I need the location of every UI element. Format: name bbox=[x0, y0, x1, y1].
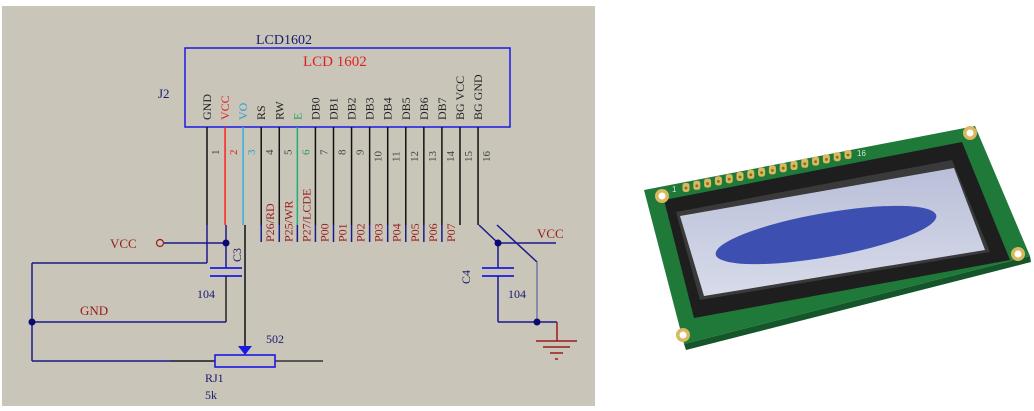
schematic-background bbox=[2, 6, 595, 406]
vcc-label-right: VCC bbox=[537, 226, 564, 241]
pin-number-14: 14 bbox=[445, 151, 457, 163]
pin-number-3: 3 bbox=[246, 149, 258, 155]
net-label-6: P27/LCDE bbox=[299, 189, 313, 242]
component-inner-title: LCD 1602 bbox=[303, 54, 367, 70]
pot-value: 502 bbox=[266, 332, 284, 346]
vcc-port-left bbox=[155, 238, 165, 248]
pin-name-10: DB3 bbox=[363, 97, 377, 120]
pin-number-10: 10 bbox=[373, 151, 385, 163]
lcd-component-outline bbox=[184, 47, 511, 128]
pin-name-16: BG GND bbox=[471, 74, 485, 120]
pin-number-7: 7 bbox=[318, 149, 330, 155]
pin-number-13: 13 bbox=[427, 151, 439, 163]
pin-name-12: DB5 bbox=[399, 97, 413, 120]
pin-number-6: 6 bbox=[300, 149, 312, 155]
pin-name-3: VO bbox=[236, 102, 250, 120]
pin-name-7: DB0 bbox=[308, 97, 322, 120]
c4-value: 104 bbox=[508, 287, 526, 301]
net-label-9: P02 bbox=[354, 223, 368, 242]
pin-names: GND VCC VO RS RW E DB0 DB1 DB2 DB3 DB4 DB5 DB6 DB7 BG … bbox=[200, 74, 485, 120]
pin-number-9: 9 bbox=[355, 149, 367, 155]
pin-name-2: VCC bbox=[218, 95, 232, 120]
net-label-7: P00 bbox=[317, 223, 331, 242]
net-label-13: P06 bbox=[426, 223, 440, 242]
pin-name-4: RS bbox=[254, 105, 268, 120]
pin-wires bbox=[206, 127, 479, 242]
right-circuit bbox=[478, 224, 577, 360]
net-label-8: P01 bbox=[335, 223, 349, 242]
pin-name-15: BG VCC bbox=[453, 76, 467, 120]
pin-number-12: 12 bbox=[409, 151, 421, 162]
vcc-label-left: VCC bbox=[110, 236, 137, 251]
pot-designator: RJ1 bbox=[205, 371, 224, 385]
pin-name-14: DB7 bbox=[435, 97, 449, 120]
c4-designator: C4 bbox=[459, 270, 473, 284]
net-label-4: P26/RD bbox=[263, 203, 277, 242]
pin-number-2: 2 bbox=[228, 150, 240, 156]
pin-number-5: 5 bbox=[282, 149, 294, 155]
pot-resistance: 5k bbox=[205, 388, 217, 402]
gnd-label: GND bbox=[80, 303, 108, 318]
net-label-11: P04 bbox=[390, 223, 404, 242]
junction-gnd-right bbox=[533, 318, 541, 326]
pin-name-13: DB6 bbox=[417, 97, 431, 120]
pin-number-15: 15 bbox=[463, 151, 475, 163]
pin-name-9: DB2 bbox=[345, 97, 359, 120]
pin-number-4: 4 bbox=[264, 149, 276, 155]
junction-vcc-left bbox=[222, 239, 230, 247]
pin15-bend bbox=[478, 224, 499, 244]
pin-number-1: 1 bbox=[210, 150, 222, 156]
pin-number-11: 11 bbox=[391, 151, 403, 162]
designator-j2: J2 bbox=[158, 86, 170, 101]
net-label-14: P07 bbox=[444, 223, 458, 242]
pin-name-8: DB1 bbox=[326, 97, 340, 120]
left-circuit bbox=[28, 225, 323, 368]
c3-value: 104 bbox=[197, 287, 215, 301]
pin-net-labels: P26/RD P25/WR P27/LCDE P00 P01 P02 P03 P04 P05 P0… bbox=[263, 189, 458, 242]
pin-number-16: 16 bbox=[481, 151, 493, 163]
junction-vcc-right bbox=[494, 239, 502, 247]
net-label-10: P03 bbox=[372, 223, 386, 242]
pin-number-8: 8 bbox=[336, 149, 348, 155]
net-label-5: P25/WR bbox=[281, 201, 295, 242]
component-title: LCD1602 bbox=[256, 33, 312, 48]
pin-name-11: DB4 bbox=[381, 97, 395, 120]
c3-designator: C3 bbox=[230, 248, 244, 262]
pin-name-1: GND bbox=[200, 94, 214, 120]
pot-wiper-arrow bbox=[238, 346, 252, 355]
junction-gnd-left bbox=[28, 318, 36, 326]
pin-name-5: RW bbox=[272, 101, 286, 120]
net-label-12: P05 bbox=[408, 223, 422, 242]
pin-name-6: E bbox=[290, 113, 304, 120]
